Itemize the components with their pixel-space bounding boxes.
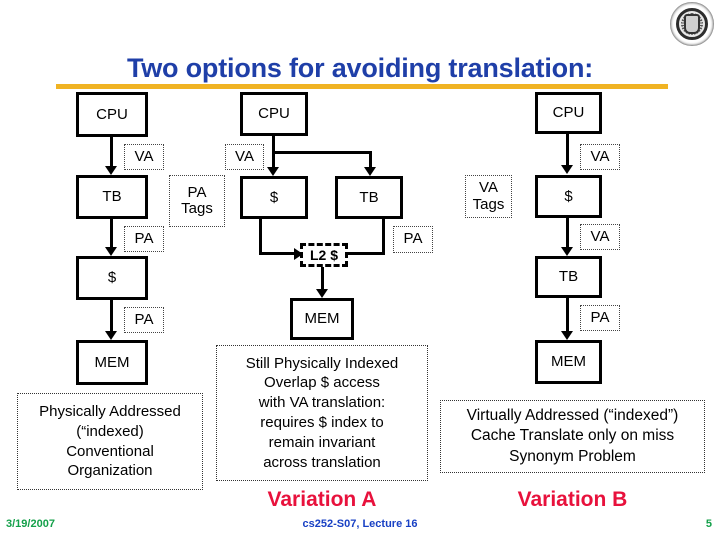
left-pa-tags-node: PA Tags xyxy=(169,175,225,227)
left-tag-pa-1: PA xyxy=(124,226,164,252)
right-tag-pa: PA xyxy=(580,305,620,331)
right-cache-node: $ xyxy=(535,175,602,218)
middle-tb-node: TB xyxy=(335,176,403,219)
middle-bus-stem xyxy=(272,136,275,154)
right-arrow-cpu-cache-line xyxy=(566,134,569,166)
middle-caption-box: Still Physically Indexed Overlap $ acces… xyxy=(216,345,428,481)
right-tag-va-top: VA xyxy=(580,144,620,170)
right-arrow-cpu-cache-head xyxy=(561,165,573,174)
middle-arrow-cpu-cache-line xyxy=(272,151,275,169)
right-caption-box: Virtually Addressed (“indexed”) Cache Tr… xyxy=(440,400,705,473)
left-caption-line-2: (“indexed) xyxy=(76,422,144,440)
middle-caption-line-4: requires $ index to xyxy=(260,414,384,431)
left-tb-node: TB xyxy=(76,175,148,219)
title-underline xyxy=(56,84,668,89)
left-arrow-tb-cache-head xyxy=(105,247,117,256)
middle-cache-node: $ xyxy=(240,176,308,219)
university-seal-icon xyxy=(670,2,714,46)
right-tag-va-mid: VA xyxy=(580,224,620,250)
left-arrow-cpu-tb-line xyxy=(110,137,113,167)
middle-caption-line-5: remain invariant xyxy=(268,433,376,451)
left-arrow-tb-cache-line xyxy=(110,219,113,248)
right-mem-node: MEM xyxy=(535,340,602,384)
right-caption-line-2: Cache Translate only on miss xyxy=(470,427,675,445)
left-tag-va: VA xyxy=(124,144,164,170)
left-arrow-cache-mem-line xyxy=(110,300,113,332)
left-tag-pa-2: PA xyxy=(124,307,164,333)
right-arrow-cache-tb-line xyxy=(566,218,569,248)
seal-shield xyxy=(684,14,700,34)
middle-tag-va: VA xyxy=(225,144,264,170)
left-caption-line-1: Physically Addressed xyxy=(39,402,181,420)
middle-arrow-cpu-tb-head xyxy=(364,167,376,176)
middle-l2-node: L2 $ xyxy=(300,243,348,267)
middle-caption-line-3: with VA translation: xyxy=(258,394,386,412)
middle-arrow-l2-mem-head xyxy=(316,289,328,298)
middle-mem-node: MEM xyxy=(290,298,354,340)
middle-arrow-cpu-tb-line xyxy=(369,151,372,169)
middle-caption-line-6: across translation xyxy=(263,453,381,471)
right-tb-node: TB xyxy=(535,256,602,298)
middle-bus-cross xyxy=(272,151,372,154)
page-title: Two options for avoiding translation: xyxy=(126,53,594,83)
middle-cache-l2-head xyxy=(294,248,303,260)
right-cpu-node: CPU xyxy=(535,92,602,134)
left-caption-line-4: Organization xyxy=(67,462,153,480)
footer-course: cs252-S07, Lecture 16 xyxy=(302,518,418,530)
footer-date: 3/19/2007 xyxy=(6,518,55,530)
middle-cpu-node: CPU xyxy=(240,92,308,136)
middle-caption-line-1: Still Physically Indexed xyxy=(245,354,399,372)
right-caption-line-1: Virtually Addressed (“indexed”) xyxy=(466,406,679,424)
left-arrow-cache-mem-head xyxy=(105,331,117,340)
middle-arrow-cpu-cache-head xyxy=(267,167,279,176)
left-cpu-node: CPU xyxy=(76,92,148,137)
middle-cache-right-line xyxy=(259,252,301,255)
variation-a-label: Variation A xyxy=(267,488,377,511)
left-caption-box: Physically Addressed (“indexed) Conventi… xyxy=(17,393,203,490)
right-arrow-tb-mem-line xyxy=(566,298,569,332)
left-caption-line-3: Conventional xyxy=(66,442,154,460)
middle-tb-left-line xyxy=(346,252,385,255)
left-cache-node: $ xyxy=(76,256,148,300)
middle-tb-down-line xyxy=(382,219,385,255)
middle-tag-pa: PA xyxy=(393,226,433,253)
middle-caption-line-2: Overlap $ access xyxy=(264,374,380,392)
left-arrow-cpu-tb-head xyxy=(105,166,117,175)
footer-page-number: 5 xyxy=(705,518,712,530)
variation-b-label: Variation B xyxy=(517,488,628,511)
right-arrow-cache-tb-head xyxy=(561,247,573,256)
left-mem-node: MEM xyxy=(76,340,148,385)
middle-cache-down-line xyxy=(259,219,262,255)
right-arrow-tb-mem-head xyxy=(561,331,573,340)
right-va-tags-node: VA Tags xyxy=(465,175,512,218)
middle-arrow-l2-mem-line xyxy=(321,267,324,291)
right-caption-line-3: Synonym Problem xyxy=(509,447,636,465)
